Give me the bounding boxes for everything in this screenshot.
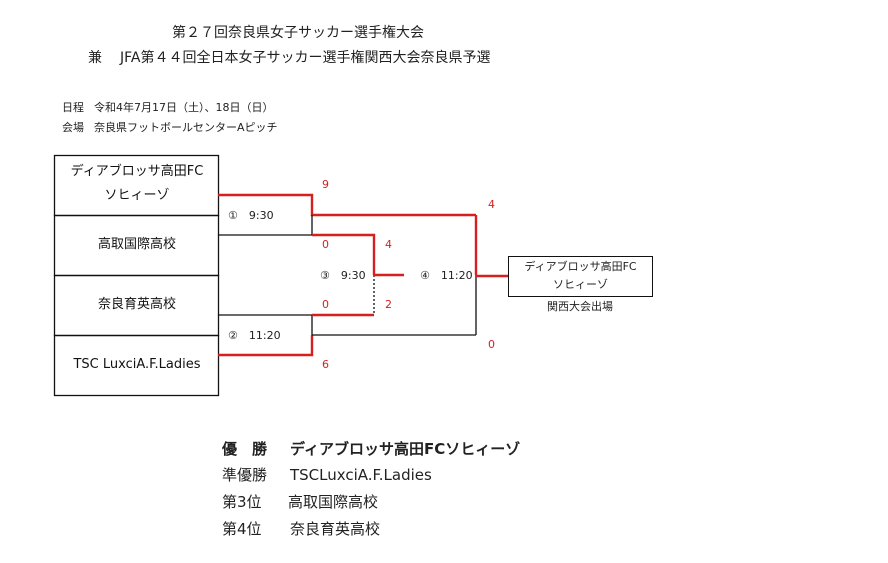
m2-winner-line bbox=[218, 335, 314, 357]
team-box-4 bbox=[53, 334, 220, 397]
venue-row: 会場奈良県フットボールセンターAピッチ bbox=[62, 119, 278, 135]
winner-box: ディアブロッサ高田FC ソヒィーゾ bbox=[508, 256, 653, 297]
team-1-line1: ディアブロッサ高田FC bbox=[70, 164, 204, 179]
result-fourth-value: 奈良育英高校 bbox=[290, 520, 381, 538]
schedule-label: 日程 bbox=[62, 101, 84, 114]
score-m1-bottom: 0 bbox=[322, 238, 329, 251]
team-1-name: ディアブロッサ高田FC ソヒィーゾ bbox=[55, 160, 219, 208]
schedule-value: 令和4年7月17日（土）、18日（日） bbox=[94, 101, 274, 114]
score-m4-bottom: 0 bbox=[488, 338, 495, 351]
schedule-row: 日程令和4年7月17日（土）、18日（日） bbox=[62, 99, 274, 115]
tournament-subtitle: 兼 JFA第４４回全日本女子サッカー選手権関西大会奈良県予選 bbox=[88, 47, 490, 67]
result-second-value: TSCLuxciA.F.Ladies bbox=[290, 466, 432, 484]
result-third-label: 第3位 bbox=[222, 493, 262, 511]
match-1-label: ① 9:30 bbox=[228, 209, 274, 222]
result-first-value: ディアブロッサ高田FCソヒィーゾ bbox=[290, 440, 521, 458]
match-3-label: ③ 9:30 bbox=[320, 269, 366, 282]
subtitle-text: JFA第４４回全日本女子サッカー選手権関西大会奈良県予選 bbox=[120, 50, 491, 66]
score-m4-top: 4 bbox=[488, 198, 495, 211]
result-first-label: 優 勝 bbox=[222, 440, 268, 458]
subtitle-prefix: 兼 bbox=[88, 50, 102, 66]
score-m2-top: 0 bbox=[322, 298, 329, 311]
result-first: 優 勝 ディアブロッサ高田FCソヒィーゾ bbox=[222, 438, 520, 459]
winner-note: 関西大会出場 bbox=[547, 300, 613, 313]
match-2-label: ② 11:20 bbox=[228, 329, 281, 342]
result-fourth-label: 第4位 bbox=[222, 520, 262, 538]
venue-label: 会場 bbox=[62, 121, 84, 134]
score-m2-bottom: 6 bbox=[322, 358, 329, 371]
result-third: 第3位 高取国際高校 bbox=[222, 491, 378, 512]
m1-winner-line bbox=[218, 193, 476, 217]
team-2-name: 高取国際高校 bbox=[97, 237, 176, 252]
result-second-label: 準優勝 bbox=[222, 466, 268, 484]
tournament-title: 第２７回奈良県女子サッカー選手権大会 bbox=[172, 25, 424, 41]
team-4-name: TSC LuxciA.F.Ladies bbox=[73, 357, 201, 372]
m3-top-line bbox=[312, 233, 376, 275]
venue-value: 奈良県フットボールセンターAピッチ bbox=[94, 121, 278, 134]
score-m3-top: 4 bbox=[385, 238, 392, 251]
match-4-label: ④ 11:20 bbox=[420, 269, 473, 282]
score-m3-bottom: 2 bbox=[385, 298, 392, 311]
winner-line1: ディアブロッサ高田FC bbox=[524, 260, 637, 273]
score-m1-top: 9 bbox=[322, 178, 329, 191]
result-second: 準優勝 TSCLuxciA.F.Ladies bbox=[222, 464, 432, 485]
team-1-line2: ソヒィーゾ bbox=[104, 188, 170, 203]
result-third-value: 高取国際高校 bbox=[288, 493, 379, 511]
team-3-name: 奈良育英高校 bbox=[97, 297, 176, 312]
winner-line2: ソヒィーゾ bbox=[553, 278, 608, 291]
result-fourth: 第4位 奈良育英高校 bbox=[222, 518, 380, 539]
